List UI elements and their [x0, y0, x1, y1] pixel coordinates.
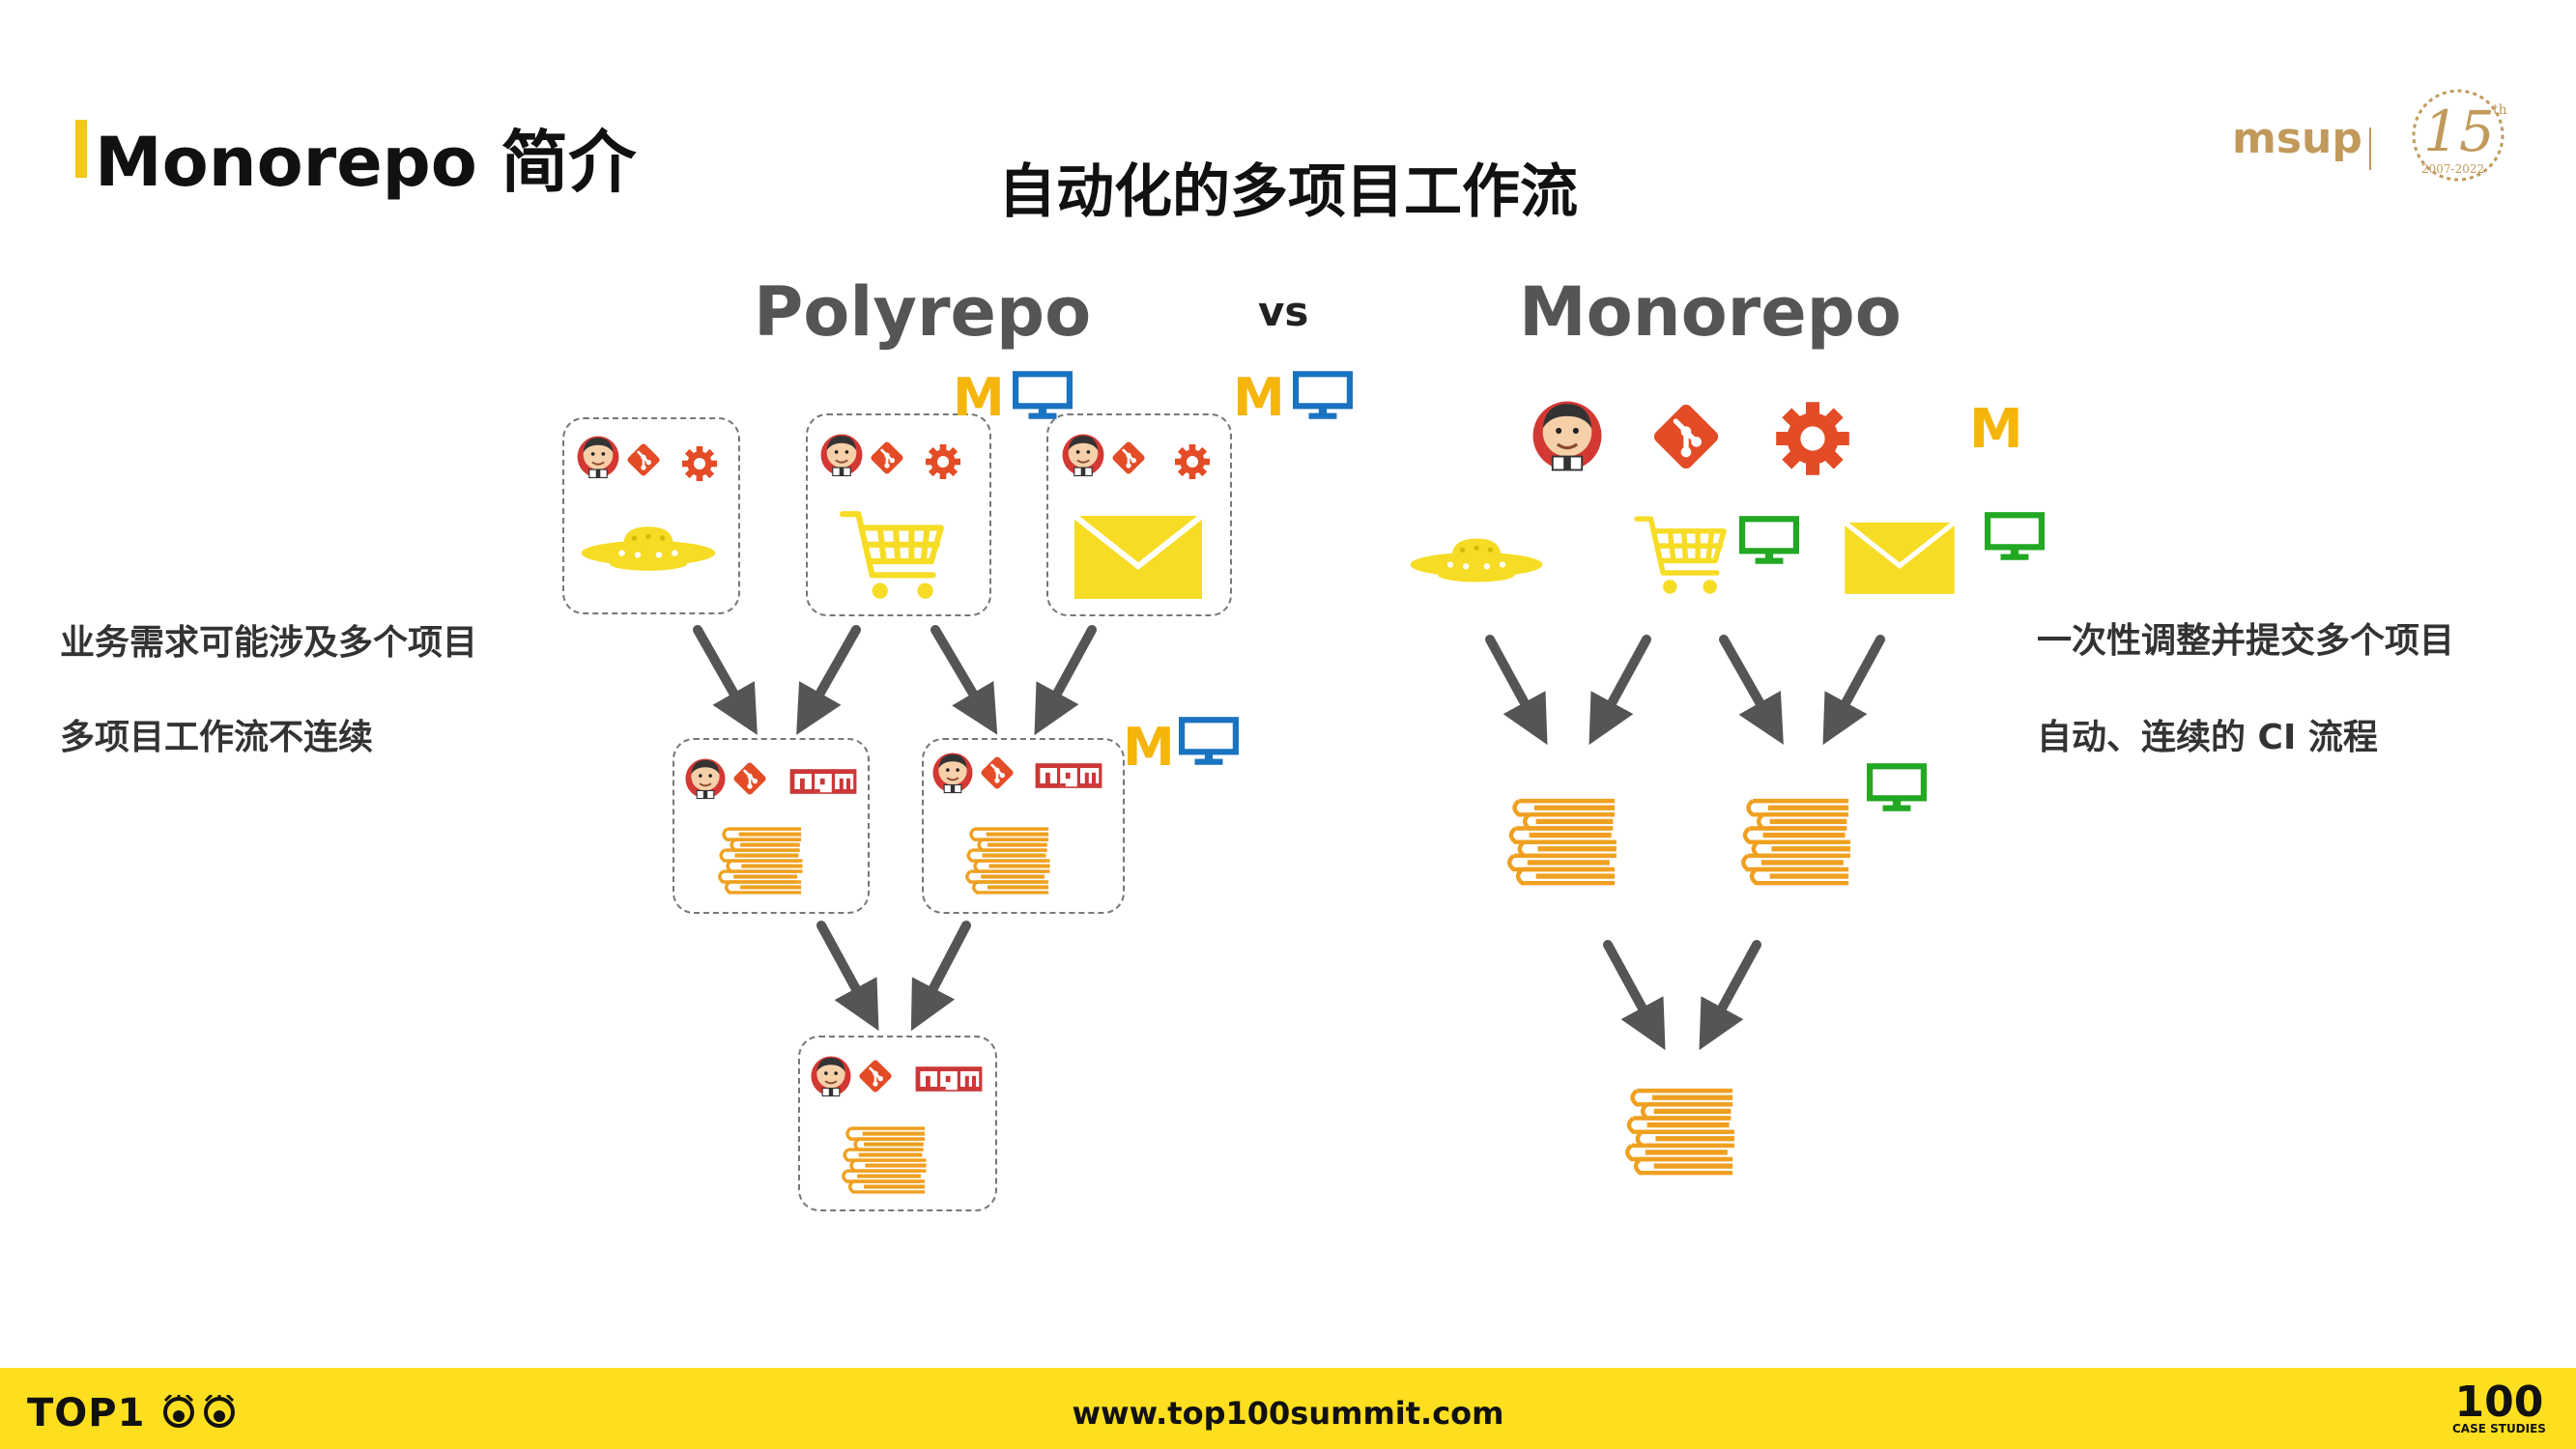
right-note-1: 一次性调整并提交多个项目 — [2037, 621, 2455, 661]
m-badge: M — [1123, 717, 1175, 778]
right-note-2: 自动、连续的 CI 流程 — [2037, 718, 2378, 757]
arrow — [930, 625, 998, 735]
polyrepo-heading: Polyrepo — [754, 272, 1092, 352]
vs-label: vs — [1258, 288, 1309, 335]
monorepo-heading: Monorepo — [1519, 272, 1902, 352]
flow-arrows — [693, 625, 1885, 1051]
anniversary-suffix: th — [2493, 102, 2507, 118]
arrow — [1699, 940, 1761, 1051]
m-badge: M — [1969, 398, 2023, 461]
polyrepo-package-box-2 — [922, 738, 1125, 914]
polyrepo-package-box-final — [798, 1036, 997, 1211]
left-note-1: 业务需求可能涉及多个项目 — [60, 623, 478, 663]
top100-logo-text: TOP1 — [27, 1391, 146, 1435]
arrow — [910, 921, 971, 1032]
anniversary-years: 2007-2022 — [2421, 162, 2485, 176]
arrow — [1719, 635, 1784, 745]
top100-logo: TOP1 — [27, 1391, 243, 1435]
brand-divider — [2369, 128, 2371, 170]
polyrepo-package-box-1 — [673, 738, 870, 914]
footer-url[interactable]: www.top100summit.com — [1072, 1395, 1504, 1432]
title-accent-bar — [75, 120, 87, 178]
msup-text: msup — [2232, 114, 2362, 163]
m-badge: M — [1233, 367, 1285, 428]
anniversary-15-logo: 15 th 2007-2022 — [2404, 87, 2520, 184]
arrow — [1034, 625, 1097, 736]
arrow — [796, 625, 861, 735]
footer-bar — [0, 1368, 2576, 1449]
arrow — [1589, 635, 1651, 746]
left-note-2: 多项目工作流不连续 — [60, 718, 374, 757]
polyrepo-project-box-ufo — [562, 417, 740, 614]
page-title: Monorepo 简介 — [95, 123, 637, 202]
polyrepo-project-box-cart — [806, 413, 991, 616]
case-studies-number: 100 — [2454, 1378, 2544, 1427]
slide-subtitle: 自动化的多项目工作流 — [998, 158, 1578, 226]
eyes-icon — [163, 1393, 236, 1428]
arrow — [1485, 635, 1548, 746]
anniversary-number: 15 — [2423, 99, 2495, 164]
arrow — [1822, 635, 1885, 746]
arrow — [693, 625, 758, 735]
msup-logo: msup — [2232, 114, 2362, 163]
m-badge: M — [953, 367, 1005, 428]
case-studies-text: CASE STUDIES — [2452, 1422, 2546, 1435]
arrow — [816, 921, 879, 1032]
polyrepo-project-box-mail — [1046, 413, 1232, 616]
case-studies-logo: 100 CASE STUDIES — [2452, 1378, 2546, 1436]
arrow — [1603, 940, 1666, 1051]
